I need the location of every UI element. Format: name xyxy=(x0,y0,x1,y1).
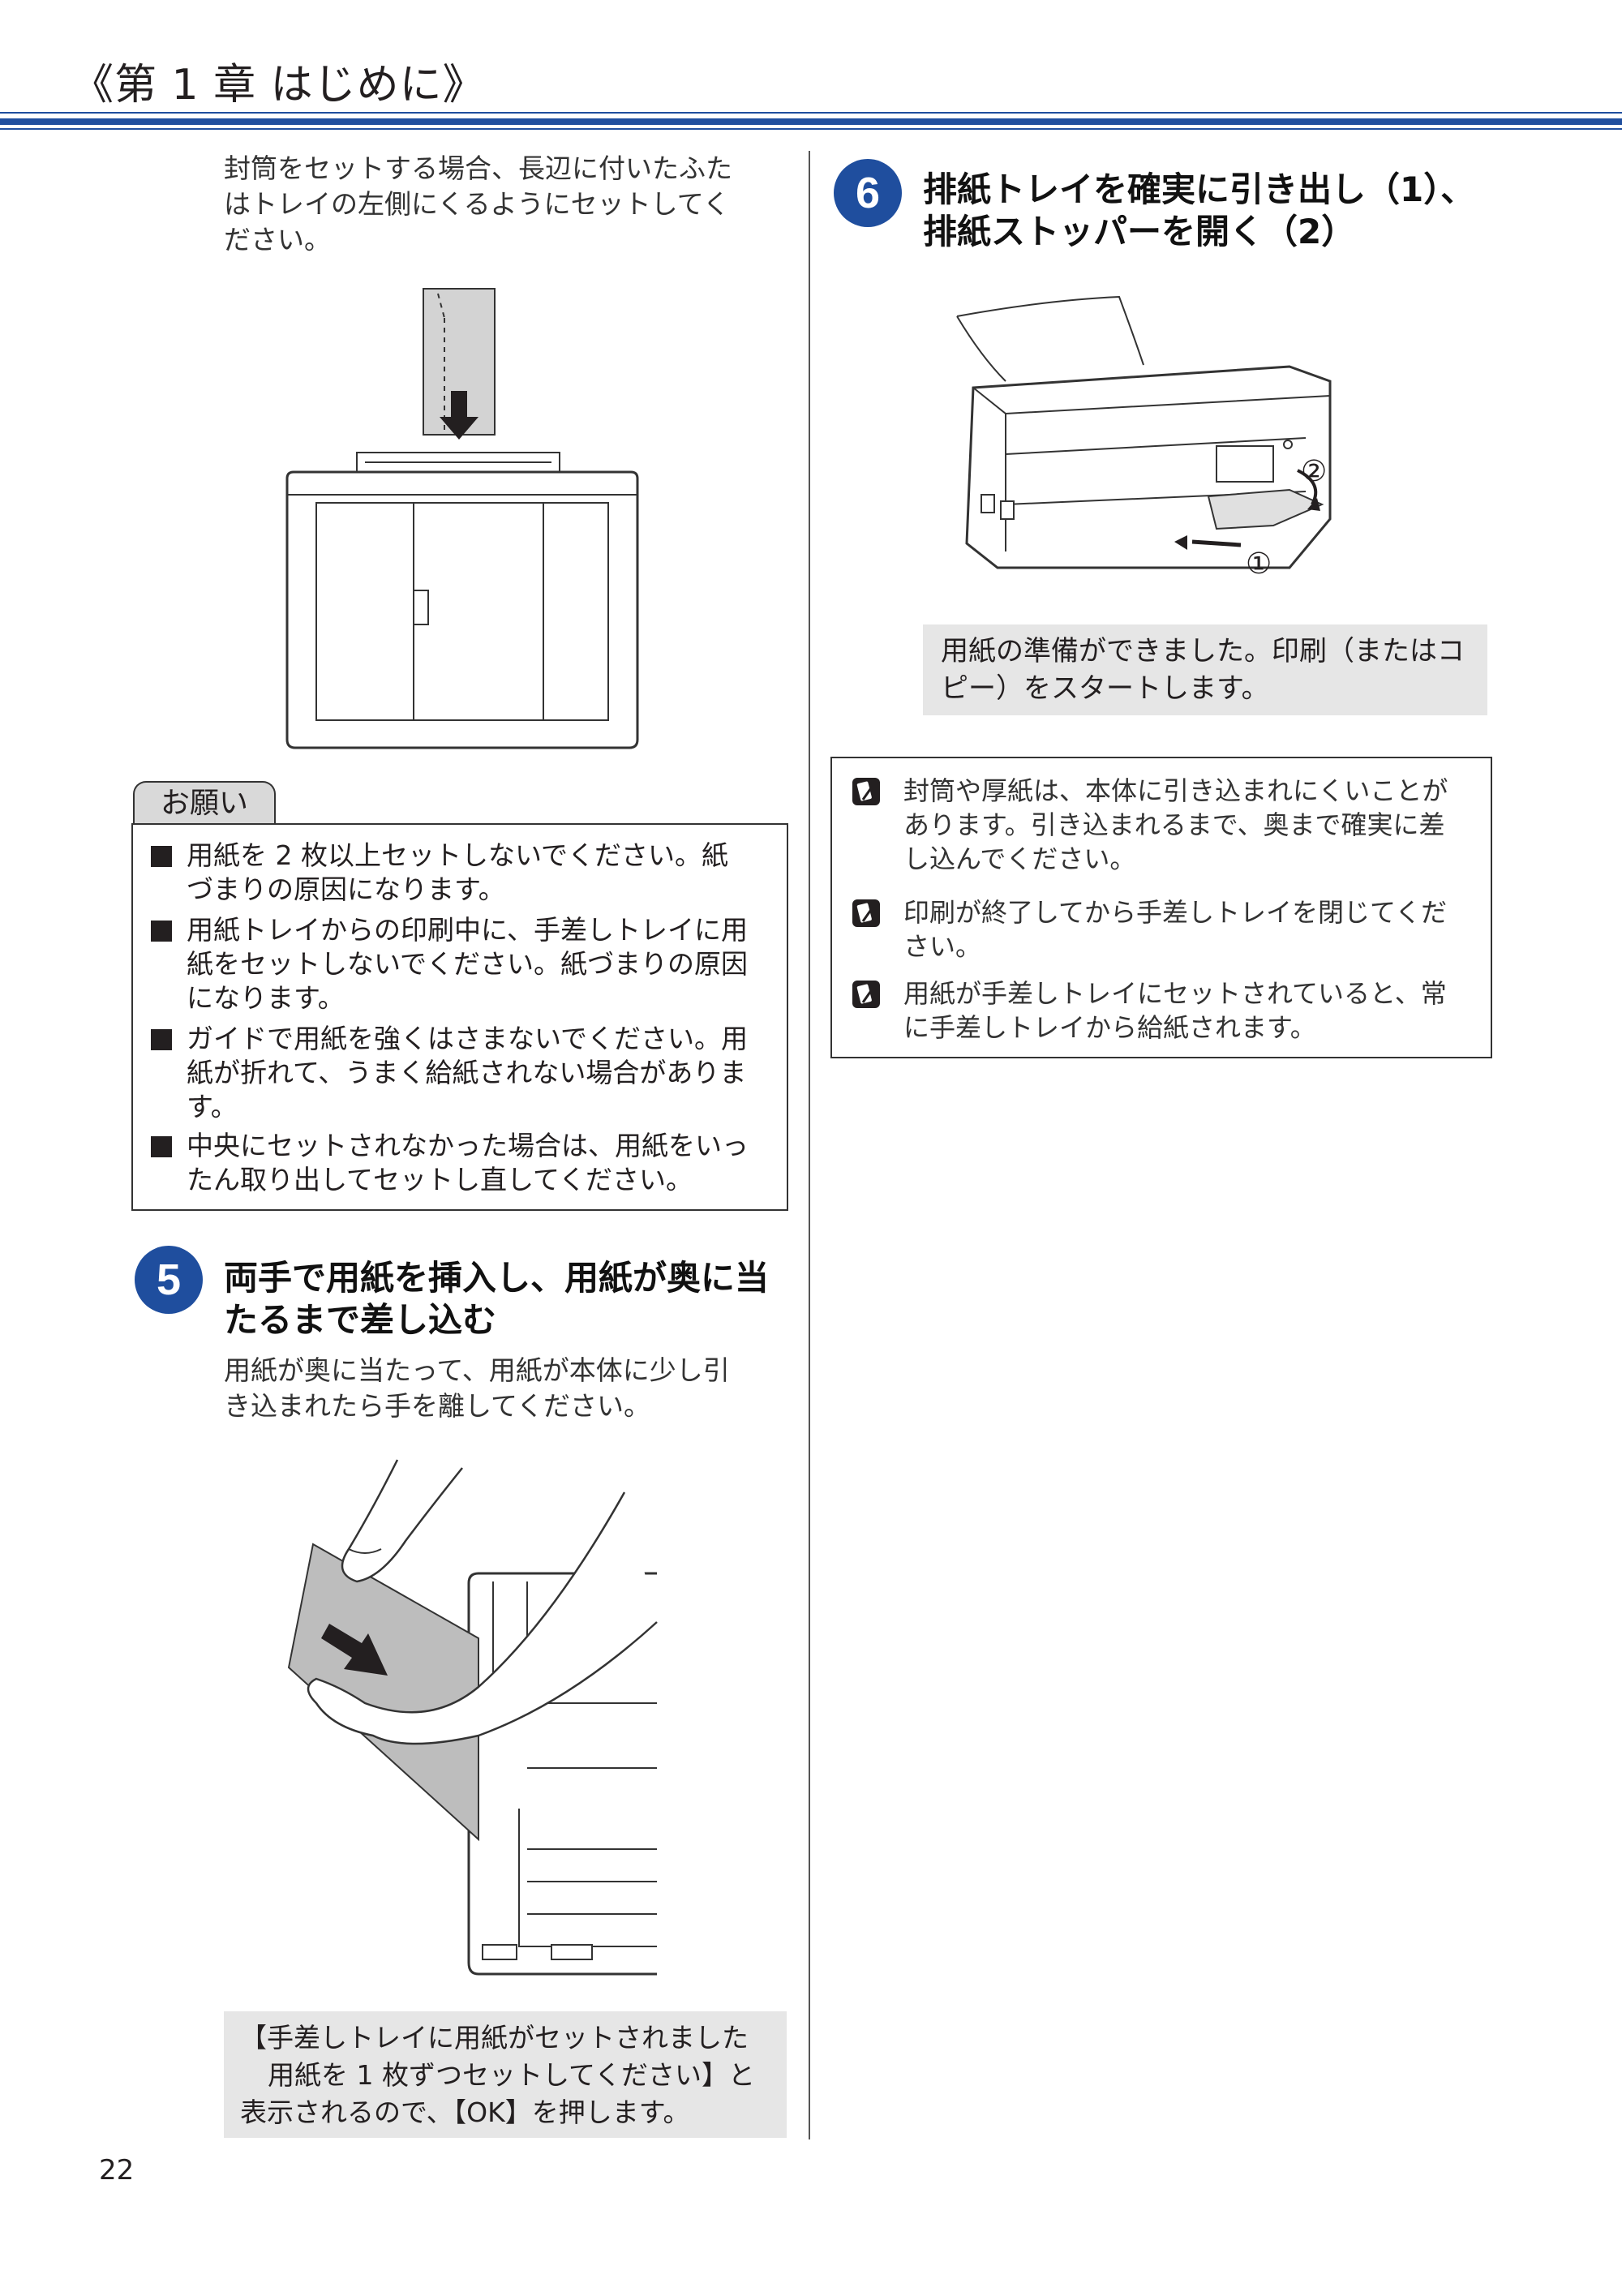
body-line: 用紙が奥に当たって、用紙が本体に少し引 xyxy=(224,1354,730,1386)
bullet-square-icon xyxy=(151,921,172,942)
caution-label: お願い xyxy=(133,781,276,825)
envelope-note-line: 封筒をセットする場合、長辺に付いたふた xyxy=(224,152,732,184)
caution-line: になります。 xyxy=(187,982,345,1014)
step-6-lcd-message-text: 用紙の準備ができました。印刷（またはコ ピー）をスタートします。 xyxy=(941,633,1484,707)
bullet-square-icon xyxy=(151,1136,172,1157)
caution-item: 用紙トレイからの印刷中に、手差しトレイに用 紙をセットしないでください。紙づまり… xyxy=(151,913,775,1015)
note-pencil-icon xyxy=(852,981,880,1008)
heading-line: 両手で用紙を挿入し、用紙が奥に当 xyxy=(224,1258,770,1298)
note-item: 封筒や厚紙は、本体に引き込まれにくいことが あります。引き込まれるまで、奥まで確… xyxy=(852,774,1476,876)
message-line: ピー）をスタートします。 xyxy=(941,672,1269,705)
heading-line: 排紙ストッパーを開く（2） xyxy=(923,212,1356,251)
caution-item: 中央にセットされなかった場合は、用紙をいっ たん取り出してセットし直してください… xyxy=(151,1129,775,1197)
caution-line: す。 xyxy=(187,1091,238,1122)
step-5-body: 用紙が奥に当たって、用紙が本体に少し引 き込まれたら手を離してください。 xyxy=(224,1353,783,1424)
note-pencil-icon xyxy=(852,899,880,927)
message-line: 用紙の準備ができました。印刷（またはコ xyxy=(941,635,1465,667)
step-6-heading: 排紙トレイを確実に引き出し（1）、 排紙ストッパーを開く（2） xyxy=(923,169,1572,253)
step-6-lcd-message xyxy=(923,624,1487,715)
header-rule-thick xyxy=(0,118,1622,125)
caution-line: づまりの原因になります。 xyxy=(187,873,505,905)
callout-2: ② xyxy=(1301,455,1328,488)
step-5-lcd-message-text: 【手差しトレイに用紙がセットされました 用紙を 1 枚ずつセットしてください】と… xyxy=(240,2019,775,2131)
caution-item: ガイドで用紙を強くはさまないでください。用 紙が折れて、うまく給紙されない場合が… xyxy=(151,1022,775,1124)
caution-item: 用紙を 2 枚以上セットしないでください。紙 づまりの原因になります。 xyxy=(151,839,775,907)
caution-line: ガイドで用紙を強くはさまないでください。用 xyxy=(187,1023,749,1054)
note-line: 封筒や厚紙は、本体に引き込まれにくいことが xyxy=(903,775,1448,806)
caution-line: 紙が折れて、うまく給紙されない場合がありま xyxy=(187,1057,747,1088)
callout-1: ① xyxy=(1246,547,1272,581)
step-5-lcd-message xyxy=(224,2011,787,2138)
body-line: き込まれたら手を離してください。 xyxy=(224,1390,651,1422)
envelope-tray-illustration xyxy=(285,288,639,749)
step-5-badge: 5 xyxy=(135,1246,203,1314)
header-rule-thin-bottom xyxy=(0,128,1622,130)
caution-line: 用紙トレイからの印刷中に、手差しトレイに用 xyxy=(187,914,749,946)
chapter-title: 《第 1 章 はじめに》 xyxy=(71,61,486,109)
note-line: に手差しトレイから給紙されます。 xyxy=(903,1012,1316,1043)
column-divider xyxy=(809,151,810,2139)
message-line: 【手差しトレイに用紙がセットされました xyxy=(240,2022,749,2054)
caution-line: 中央にセットされなかった場合は、用紙をいっ xyxy=(187,1130,749,1161)
header-rule-thin-top xyxy=(0,112,1622,114)
bullet-square-icon xyxy=(151,846,172,867)
message-line: 用紙を 1 枚ずつセットしてください】と xyxy=(268,2059,755,2091)
printer-output-tray-illustration xyxy=(956,295,1332,569)
caution-box xyxy=(131,823,788,1211)
heading-line: 排紙トレイを確実に引き出し（1）、 xyxy=(923,170,1475,209)
note-line: し込んでください。 xyxy=(903,843,1136,874)
heading-line: たるまで差し込む xyxy=(224,1300,497,1340)
note-line: あります。引き込まれるまで、奥まで確実に差 xyxy=(903,809,1445,840)
bullet-square-icon xyxy=(151,1029,172,1050)
step-5-heading: 両手で用紙を挿入し、用紙が奥に当 たるまで差し込む xyxy=(224,1257,808,1341)
hands-insert-paper-illustration xyxy=(287,1459,658,1976)
note-item: 印刷が終了してから手差しトレイを閉じてくだ さい。 xyxy=(852,895,1476,963)
note-line: 用紙が手差しトレイにセットされていると、常 xyxy=(903,978,1447,1009)
notes-box xyxy=(830,757,1492,1058)
caution-line: 用紙を 2 枚以上セットしないでください。紙 xyxy=(187,839,728,871)
message-line: 表示されるので、【OK】を押します。 xyxy=(240,2096,690,2128)
step-6-badge: 6 xyxy=(834,159,902,227)
caution-line: 紙をセットしないでください。紙づまりの原因 xyxy=(187,948,749,980)
caution-line: たん取り出してセットし直してください。 xyxy=(187,1164,693,1195)
page-number: 22 xyxy=(99,2154,135,2187)
envelope-note: 封筒をセットする場合、長辺に付いたふた はトレイの左側にくるようにセットしてく … xyxy=(224,151,783,258)
note-line: さい。 xyxy=(903,931,982,962)
envelope-note-line: ださい。 xyxy=(224,224,331,255)
envelope-note-line: はトレイの左側にくるようにセットしてく xyxy=(224,188,730,220)
note-item: 用紙が手差しトレイにセットされていると、常 に手差しトレイから給紙されます。 xyxy=(852,976,1476,1045)
note-line: 印刷が終了してから手差しトレイを閉じてくだ xyxy=(903,897,1448,928)
note-pencil-icon xyxy=(852,778,880,805)
